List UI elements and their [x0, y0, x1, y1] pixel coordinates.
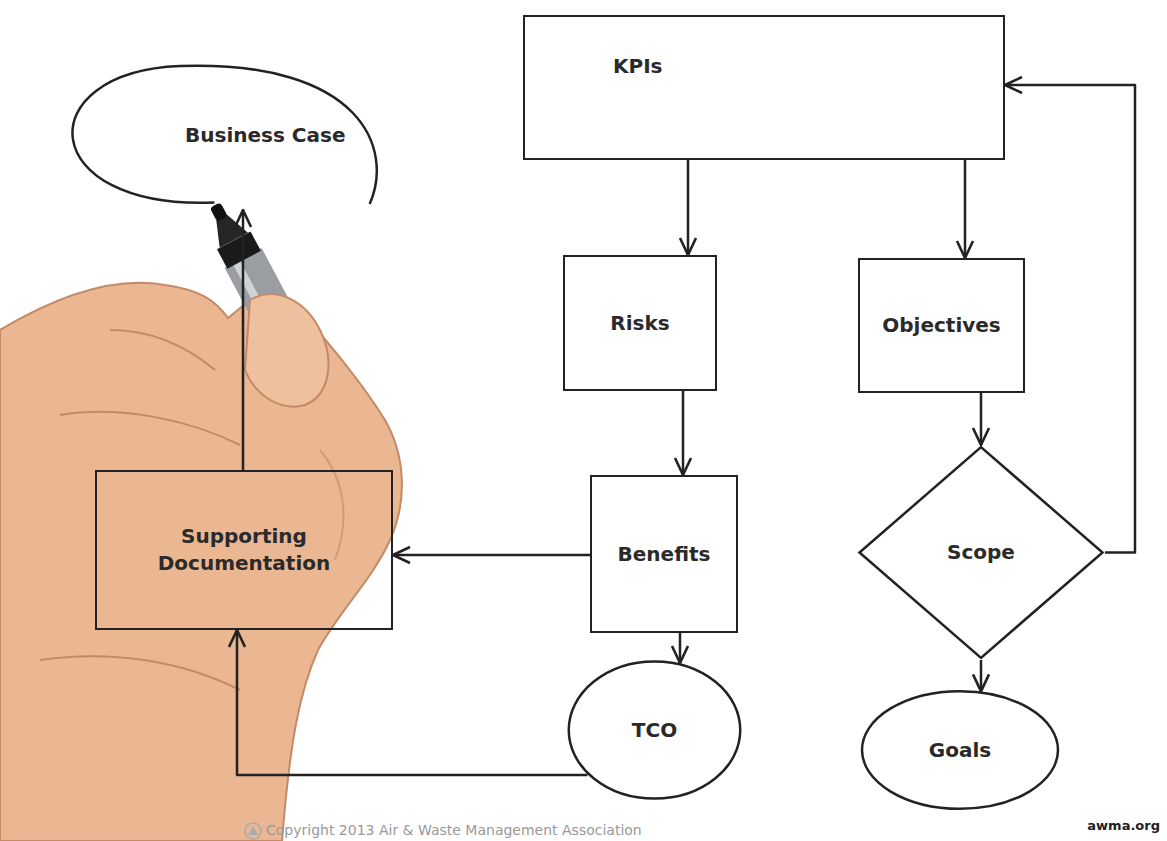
finger-crease [110, 330, 215, 370]
fist [0, 283, 402, 841]
thumb [245, 294, 328, 406]
pen-tip [210, 202, 228, 222]
process-box: Objectives [858, 258, 1025, 393]
node-text: Benefits [618, 541, 711, 568]
process-box: Risks [563, 255, 717, 391]
open-loop-path [72, 66, 376, 204]
node-text: Goals [929, 737, 991, 764]
flow-arrow [237, 630, 587, 775]
knuckle-shade [320, 450, 343, 560]
node-text: KPIs [613, 53, 663, 80]
logo-triangle [248, 826, 258, 835]
process-box: Benefits [590, 475, 738, 633]
flow-arrow [964, 160, 967, 258]
open-loop: Business Case [35, 60, 380, 210]
logo-ring [245, 823, 261, 839]
flow-arrow [682, 391, 685, 475]
flow-arrow [980, 393, 983, 445]
terminal-ellipse-path [569, 661, 741, 798]
node-text: Supporting Documentation [152, 523, 337, 577]
terminal-ellipse: Goals [860, 690, 1060, 810]
logo-mark [245, 823, 261, 839]
process-box: KPIs [523, 15, 1005, 160]
flow-arrow [980, 660, 983, 691]
finger-crease [60, 412, 240, 445]
flow-arrow [687, 160, 690, 255]
node-text: Scope [947, 539, 1015, 566]
process-box: Supporting Documentation [95, 470, 393, 630]
node-text: Risks [610, 310, 669, 337]
decision-diamond-path [859, 447, 1102, 658]
node-text: Objectives [882, 312, 1001, 339]
flow-arrow [679, 633, 682, 663]
terminal-ellipse: TCO [567, 660, 742, 800]
terminal-ellipse-path [862, 691, 1058, 809]
flow-arrow [242, 210, 245, 470]
copyright-note: Copyright 2013 Air & Waste Management As… [266, 822, 642, 838]
finger-crease [40, 656, 240, 690]
site-url: awma.org [1087, 818, 1160, 833]
flow-arrow [393, 554, 590, 557]
hand-with-marker [0, 195, 402, 841]
node-text: Business Case [185, 122, 345, 149]
node-text: TCO [632, 717, 677, 744]
decision-diamond: Scope [857, 445, 1105, 660]
